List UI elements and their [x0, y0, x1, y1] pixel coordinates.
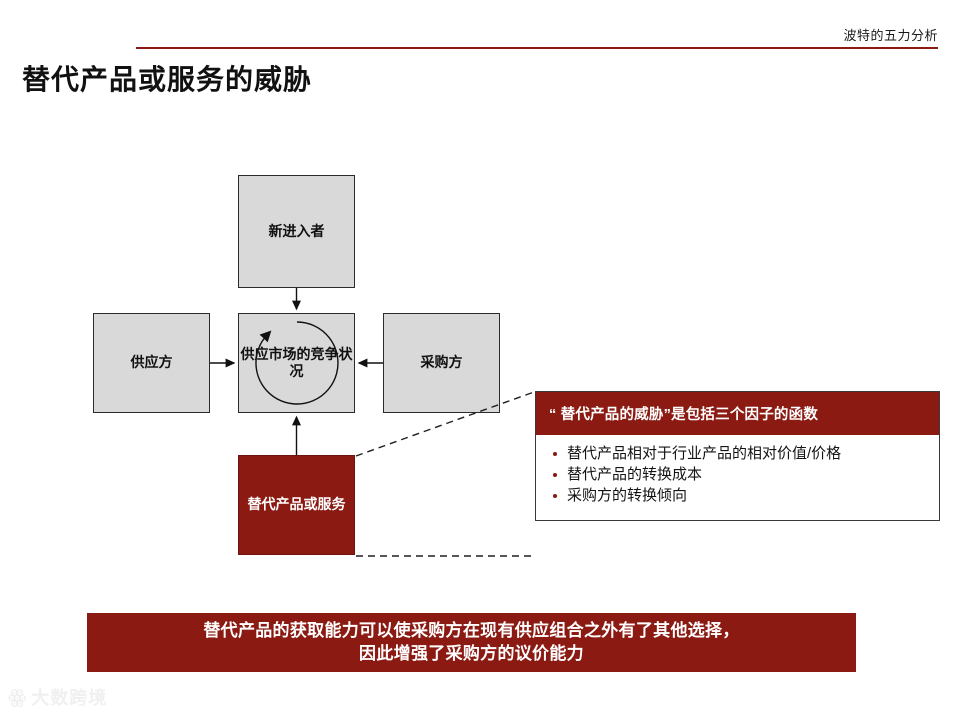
callout-heading: “ 替代产品的威胁”是包括三个因子的函数: [536, 392, 939, 435]
diagram-box-suppliers[interactable]: 供应方: [93, 313, 210, 413]
page-title: 替代产品或服务的威胁: [22, 64, 313, 95]
callout-body: 替代产品相对于行业产品的相对价值/价格 替代产品的转换成本 采购方的转换倾向: [536, 435, 939, 520]
diagram-box-new-entrants[interactable]: 新进入者: [238, 175, 355, 288]
list-item: 采购方的转换倾向: [550, 486, 927, 506]
header-eyebrow: 波特的五力分析: [843, 28, 938, 43]
bottom-summary-banner: 替代产品的获取能力可以使采购方在现有供应组合之外有了其他选择， 因此增强了采购方…: [87, 613, 856, 672]
watermark-label: 大数跨境: [31, 688, 108, 708]
bottom-banner-text: 替代产品的获取能力可以使采购方在现有供应组合之外有了其他选择， 因此增强了采购方…: [203, 620, 739, 666]
bottom-banner-line2: 因此增强了采购方的议价能力: [359, 643, 584, 663]
callout-bullet-list: 替代产品相对于行业产品的相对价值/价格 替代产品的转换成本 采购方的转换倾向: [550, 444, 927, 506]
list-item: 替代产品相对于行业产品的相对价值/价格: [550, 444, 927, 464]
header-divider-rule: [136, 47, 938, 49]
watermark: ꙮ 大数跨境: [8, 684, 107, 710]
diagram-box-substitutes[interactable]: 替代产品或服务: [238, 455, 355, 555]
list-item: 替代产品的转换成本: [550, 465, 927, 485]
diagram-box-buyers[interactable]: 采购方: [383, 313, 500, 413]
callout-panel: “ 替代产品的威胁”是包括三个因子的函数 替代产品相对于行业产品的相对价值/价格…: [535, 391, 940, 521]
bottom-banner-line1: 替代产品的获取能力可以使采购方在现有供应组合之外有了其他选择，: [203, 620, 740, 640]
diagram-box-rivalry-label: 供应市场的竞争状况: [240, 345, 353, 380]
diagram-box-rivalry[interactable]: 供应市场的竞争状况: [238, 313, 355, 413]
watermark-logo-icon: ꙮ: [8, 686, 26, 708]
